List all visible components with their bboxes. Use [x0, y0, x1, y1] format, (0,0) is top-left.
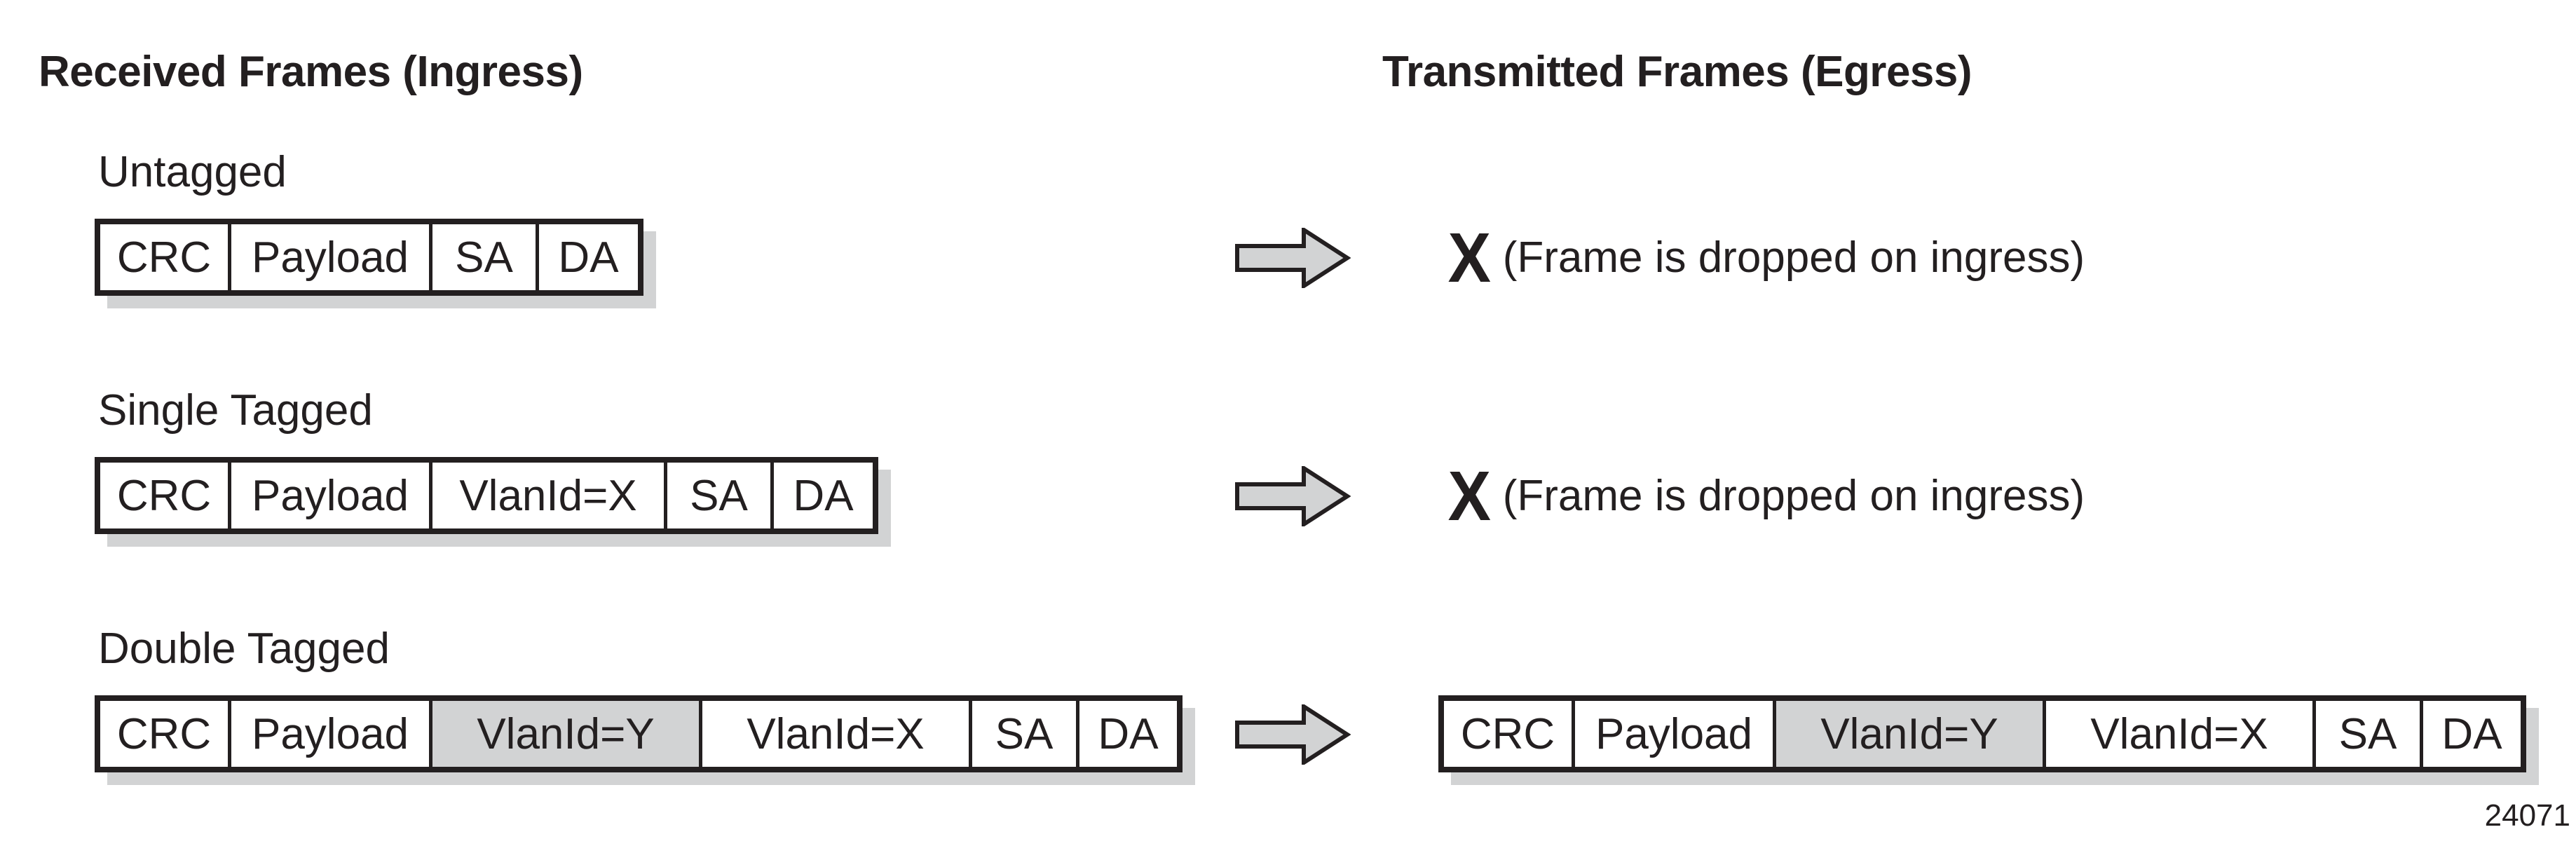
frame-field-vlanid-x: VlanId=X — [702, 701, 972, 767]
egress-frame-double-tagged: CRC Payload VlanId=Y VlanId=X SA DA — [1438, 695, 2526, 772]
ingress-frame-double-tagged: CRC Payload VlanId=Y VlanId=X SA DA — [95, 695, 1183, 772]
frame-field-da: DA — [793, 471, 854, 520]
row-label-single-tagged: Single Tagged — [98, 386, 373, 435]
frame-field-crc: CRC — [1444, 701, 1575, 767]
frame-field-crc: CRC — [100, 701, 231, 767]
drop-result-text: (Frame is dropped on ingress) — [1502, 233, 2085, 282]
right-arrow-icon — [1235, 466, 1351, 526]
frame-field-vlanid-y: VlanId=Y — [1776, 701, 2046, 767]
frame-field-crc: CRC — [100, 463, 231, 528]
x-mark-icon: X — [1447, 457, 1492, 535]
drop-result-untagged: X (Frame is dropped on ingress) — [1446, 223, 2085, 293]
frame-field-payload: Payload — [1575, 701, 1776, 767]
egress-heading: Transmitted Frames (Egress) — [1382, 48, 1972, 96]
frame-field-da: DA — [1098, 709, 1159, 758]
frame-field-sa: SA — [432, 224, 539, 290]
frame-field-sa: SA — [972, 701, 1079, 767]
frame-field-vlanid-x: VlanId=X — [432, 463, 667, 528]
figure-number: 24071 — [2484, 798, 2570, 833]
right-arrow-icon — [1235, 704, 1351, 765]
ingress-frame-single-tagged: CRC Payload VlanId=X SA DA — [95, 457, 878, 534]
frame-field-payload: Payload — [231, 463, 432, 528]
frame-field-sa: SA — [2316, 701, 2423, 767]
ingress-heading: Received Frames (Ingress) — [39, 48, 583, 96]
frame-field-payload: Payload — [231, 224, 432, 290]
drop-result-single-tagged: X (Frame is dropped on ingress) — [1446, 461, 2085, 531]
frame-field-vlanid-x: VlanId=X — [2046, 701, 2316, 767]
row-label-double-tagged: Double Tagged — [98, 625, 390, 673]
frame-field-da: DA — [558, 233, 619, 282]
frame-field-crc: CRC — [100, 224, 231, 290]
frame-field-vlanid-y: VlanId=Y — [432, 701, 702, 767]
frame-field-payload: Payload — [231, 701, 432, 767]
frame-field-da: DA — [2441, 709, 2502, 758]
drop-result-text: (Frame is dropped on ingress) — [1502, 472, 2085, 520]
frame-field-sa: SA — [667, 463, 774, 528]
ingress-frame-untagged: CRC Payload SA DA — [95, 219, 643, 296]
x-mark-icon: X — [1447, 219, 1492, 297]
right-arrow-icon — [1235, 228, 1351, 288]
row-label-untagged: Untagged — [98, 148, 287, 196]
